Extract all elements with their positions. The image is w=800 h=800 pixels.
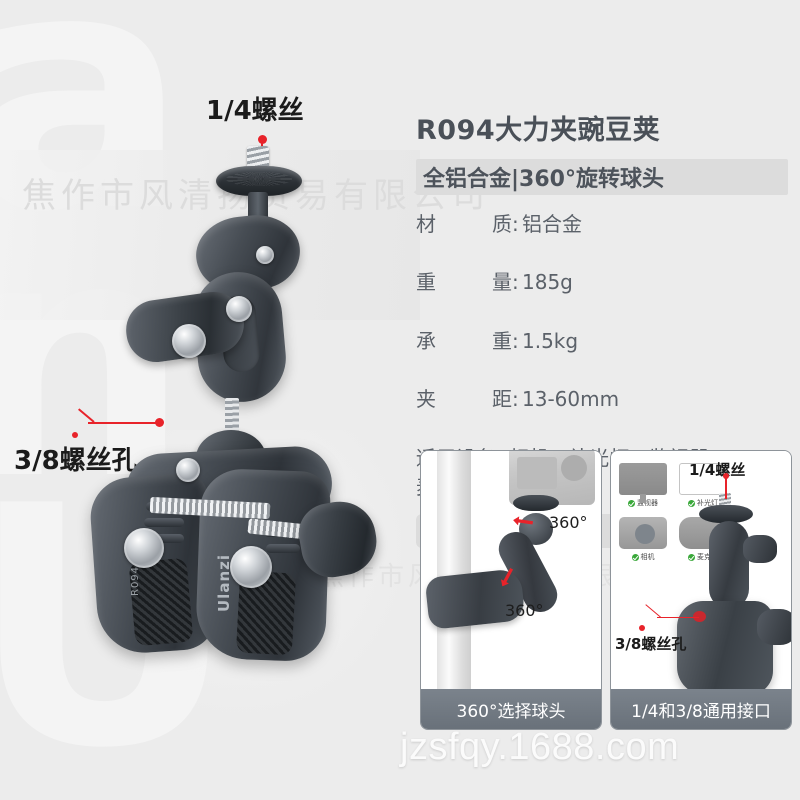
spec-colon: : (512, 212, 519, 236)
card2-knob-upper (743, 535, 777, 563)
device-label: 相机 (619, 552, 667, 562)
device-camera: 相机 (619, 517, 667, 562)
clamp-top-screw (176, 458, 200, 482)
device-label: 补光灯 (679, 498, 727, 508)
card2-knob-lower (757, 609, 791, 645)
spec-colon: : (512, 270, 519, 295)
fill-light-icon (679, 463, 727, 495)
three-eighth-screw-hole (693, 611, 706, 622)
card2-dot-top (723, 473, 729, 479)
card2-clamp (677, 601, 773, 689)
card2-quarter-screw (719, 493, 731, 507)
spec-value: 185g (522, 270, 573, 295)
card-caption: 360°选择球头 (421, 689, 601, 729)
callout-leader-bottom-h (88, 422, 158, 424)
engraving-model: R094 (130, 565, 141, 596)
check-icon (688, 553, 695, 561)
pivot-screw-small (256, 246, 274, 264)
hero-callout-quarter-screw: 1/4螺丝 (206, 96, 304, 126)
feature-card-360-ball-head[interactable]: 360° 360° 360°选择球头 (420, 450, 602, 730)
spec-row-load: 承 重 : 1.5kg (416, 327, 788, 385)
device-label-text: 相机 (640, 553, 655, 561)
product-subtitle-bar: 全铝合金|360°旋转球头 (416, 159, 788, 195)
card-illustration: 监视器 补光灯 相机 麦克风 1/4螺丝 3 (611, 451, 791, 689)
card2-leader-bottom-h (657, 617, 699, 618)
spec-row-material: 材 质 : 铝合金 (416, 210, 788, 268)
spec-label: 夹 距 (416, 387, 512, 412)
device-label-text: 麦克风 (697, 553, 718, 561)
product-subtitle: 全铝合金|360°旋转球头 (423, 167, 664, 192)
feature-card-list: 360° 360° 360°选择球头 监视器 补光灯 相机 麦克风 (420, 450, 792, 730)
check-icon (628, 499, 635, 507)
device-label: 麦克风 (679, 552, 727, 562)
mounting-pole (437, 451, 471, 689)
hero-callout-three-eighth-hole: 3/8螺丝孔 (14, 446, 138, 476)
clamp-screw-right (230, 546, 272, 588)
camera-icon (619, 517, 667, 549)
pivot-screw-upper (226, 296, 252, 322)
ball-head-mount-plate (216, 166, 302, 196)
spec-label: 承 重 (416, 328, 512, 353)
monitor-icon (619, 463, 667, 503)
watermark-url: jzsfqy.1688.com (400, 726, 680, 768)
card1-clamp (424, 568, 526, 630)
card-illustration: 360° 360° (421, 451, 601, 689)
spec-colon: : (512, 387, 519, 412)
callout-dot-bottom (155, 418, 164, 427)
card2-mount-plate (699, 505, 753, 523)
check-icon (688, 499, 695, 507)
device-label: 监视器 (619, 498, 667, 508)
device-label-text: 补光灯 (697, 499, 718, 507)
card2-callout-three-eighth: 3/8螺丝孔 (615, 635, 687, 653)
spec-label: 重 量 (416, 270, 512, 295)
rotation-label-lower: 360° (505, 601, 544, 620)
clamp-screw-left (124, 528, 164, 568)
product-title: R094大力夹豌豆荚 (416, 115, 661, 146)
feature-card-universal-interface[interactable]: 监视器 补光灯 相机 麦克风 1/4螺丝 3 (610, 450, 792, 730)
spec-value: 13-60mm (522, 387, 620, 412)
spec-row-clamp-range: 夹 距 : 13-60mm (416, 385, 788, 443)
device-label-text: 监视器 (637, 499, 658, 507)
callout-anchor-bottom (72, 432, 78, 438)
engraving-brand: Ulanzi (215, 554, 233, 612)
card2-leader-bottom-d (645, 604, 662, 618)
spec-label: 材 质 (416, 212, 512, 236)
spec-value: 铝合金 (522, 212, 582, 236)
callout-leader-bottom-d (78, 408, 95, 423)
pivot-screw-handle (172, 324, 206, 358)
callout-dot-top (258, 135, 267, 144)
card-caption: 1/4和3/8通用接口 (611, 689, 791, 729)
card2-dot-bottom (639, 625, 645, 631)
card1-mount-plate (513, 495, 559, 511)
spec-colon: : (512, 328, 519, 353)
spec-row-weight: 重 量 : 185g (416, 268, 788, 326)
device-fill-light: 补光灯 (679, 463, 727, 508)
spec-value: 1.5kg (522, 328, 579, 353)
quarter-inch-screw (247, 146, 269, 172)
clamp-rib (144, 518, 184, 527)
clamp-rib (266, 544, 300, 553)
card2-callout-quarter-screw: 1/4螺丝 (689, 461, 746, 479)
rotation-label-upper: 360° (549, 513, 588, 532)
check-icon (631, 553, 639, 561)
hero-product-image: 1/4螺丝 3/8螺丝孔 R094 Ulanzi (0, 0, 415, 760)
card2-leader-top (725, 475, 727, 499)
device-monitor: 监视器 (619, 463, 667, 508)
clamp-rib (144, 534, 184, 543)
card2-arm (709, 521, 749, 609)
